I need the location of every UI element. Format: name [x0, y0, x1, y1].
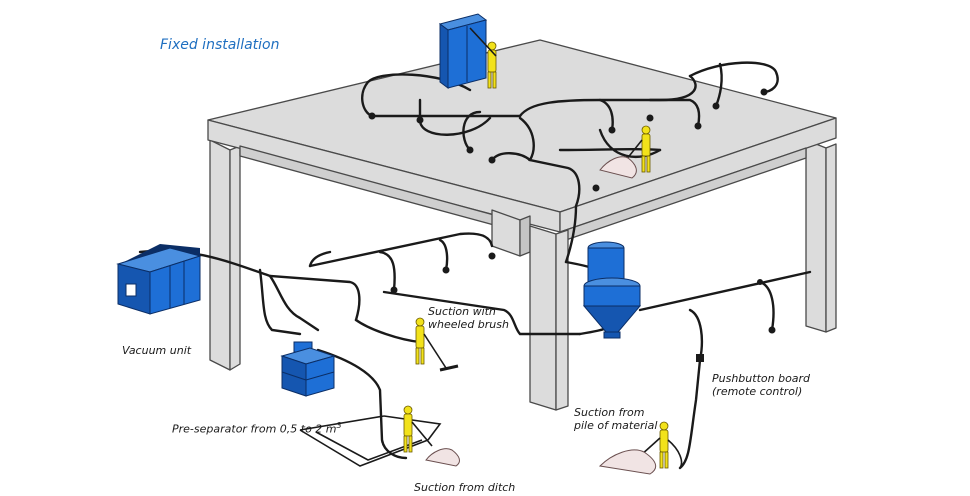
- material-piles: [425, 156, 657, 475]
- pushbutton-board-graphic: [696, 354, 704, 362]
- pile-label-line2: pile of material: [574, 419, 658, 432]
- vacuum-unit-label: Vacuum unit: [122, 344, 192, 357]
- pushbutton-label-line2: (remote control): [712, 385, 803, 398]
- pre-separator-label-text: Pre-separator from 0,5 to 2 m: [172, 422, 337, 436]
- ditch-label: Suction from ditch: [414, 481, 516, 494]
- wheeled-brush-label-line1: Suction with: [428, 305, 496, 318]
- vacuum-unit-graphic: [116, 244, 202, 315]
- worker-figures: [403, 41, 669, 469]
- pre-separator-graphic: [280, 341, 336, 397]
- diagram-title: Fixed installation: [160, 37, 280, 53]
- pre-separator-label-sup: 3: [336, 421, 342, 430]
- building-structure: [207, 39, 837, 411]
- pushbutton-label-line1: Pushbutton board: [712, 372, 811, 385]
- roof-control-cabinet: [438, 13, 488, 89]
- pipe-valves-ground: [390, 252, 776, 334]
- wheeled-brush-label-line2: wheeled brush: [428, 318, 509, 331]
- cyclone-separator-graphic: [582, 241, 642, 339]
- pre-separator-label: Pre-separator from 0,5 to 2 m3: [172, 419, 342, 436]
- pipe-valves-roof: [368, 88, 768, 192]
- pile-label-line1: Suction from: [574, 406, 645, 419]
